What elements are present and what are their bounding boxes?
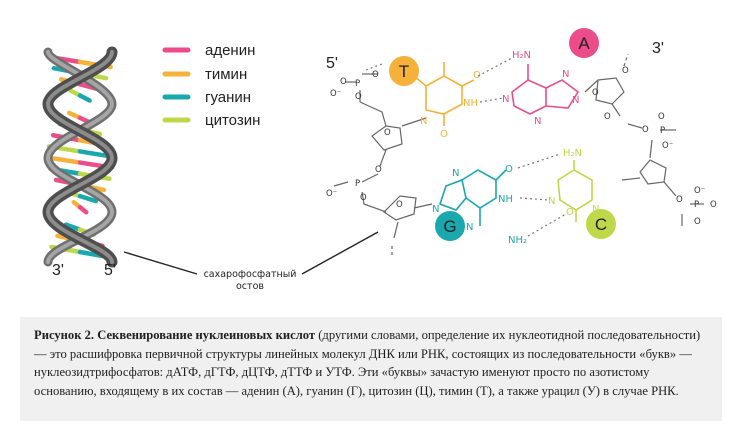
badge-thymine-letter: T xyxy=(399,62,409,81)
base-pair-rung-12-b xyxy=(77,193,99,204)
left-backbone-o-minus-1: O⁻ xyxy=(330,89,341,99)
guanine-o: O xyxy=(505,164,513,175)
badge-cytosine-letter: C xyxy=(595,215,607,234)
base-pair-rung-8-b xyxy=(77,149,114,159)
right-backbone-o-4: O xyxy=(642,125,649,135)
cytosine-o: O xyxy=(566,207,574,218)
thymine-nh: NH xyxy=(463,98,478,109)
adenine-base xyxy=(511,64,580,115)
left-backbone-o-5: O xyxy=(375,165,382,175)
right-backbone-p-2: P xyxy=(694,200,699,210)
strand-3-prime-label: 3' xyxy=(652,40,664,57)
badge-thymine xyxy=(389,56,419,86)
badge-guanine xyxy=(435,211,465,241)
guanine-n-2: N xyxy=(432,204,439,215)
base-pair-rung-15-a xyxy=(63,222,83,232)
right-backbone-o-minus-1: O⁻ xyxy=(662,141,673,151)
right-backbone-o-2: O xyxy=(592,88,599,98)
backbone-pointer-right xyxy=(301,231,379,275)
helix-5-prime-label: 5' xyxy=(104,262,116,279)
caption-title: Рисунок 2. Секвенирование нуклеиновых ки… xyxy=(34,328,316,342)
badge-guanine-letter: G xyxy=(443,217,456,236)
left-sugar-phosphate-backbone xyxy=(333,73,433,258)
left-backbone-o-7: O xyxy=(396,200,403,210)
left-backbone-p-2: P xyxy=(355,179,360,189)
right-backbone-o-1: O xyxy=(622,66,629,76)
adenine-n-1: N xyxy=(502,94,509,105)
guanine-n-1: N xyxy=(452,168,459,179)
helix-strand-front-highlight xyxy=(45,50,115,264)
thymine-n: N xyxy=(420,116,427,127)
legend-label-guanine: гуанин xyxy=(205,89,251,106)
helix-3-prime-label: 3' xyxy=(52,262,64,279)
legend: аденин тимин гуанин цитозин xyxy=(162,42,260,129)
legend-label-thymine: тимин xyxy=(205,66,247,83)
right-backbone-o-7: O xyxy=(710,200,717,210)
right-backbone-o-3: O xyxy=(604,112,611,122)
thymine-o-top: O xyxy=(473,70,481,81)
right-backbone-o-minus-2: O⁻ xyxy=(694,186,705,196)
dna-structure-figure: 3' 5' сахарофосфатный остов аденин тимин… xyxy=(42,28,717,292)
adenine-n-2: N xyxy=(534,116,541,127)
base-pair-rung-3-b xyxy=(77,93,92,103)
backbone-label-line1: сахарофосфатный xyxy=(204,269,297,280)
dna-double-helix: 3' 5' xyxy=(42,46,118,279)
cytosine-h2n: H₂N xyxy=(563,148,582,159)
right-backbone-o-6: O xyxy=(676,195,683,205)
strand-5-prime-label: 5' xyxy=(326,55,338,72)
backbone-label-line2: остов xyxy=(236,281,264,292)
adenine-n-3: N xyxy=(562,69,569,80)
hydrogen-bonds xyxy=(365,57,567,237)
caption-body: (другими словами, определение их нуклеот… xyxy=(34,328,701,398)
legend-label-cytosine: цитозин xyxy=(205,112,260,129)
badge-cytosine xyxy=(586,209,616,239)
base-pair-rung-13-b xyxy=(77,205,89,215)
guanine-base xyxy=(438,169,507,226)
guanine-nh2: NH₂ xyxy=(508,235,527,246)
helix-strand-back-shade xyxy=(45,50,115,264)
cytosine-n-2: N xyxy=(592,204,599,215)
left-backbone-o-3: O xyxy=(355,92,362,102)
backbone-pointer-left xyxy=(123,251,198,275)
right-sugar-phosphate-backbone xyxy=(584,53,704,226)
legend-label-adenine: аденин xyxy=(205,42,255,59)
badge-adenine-letter: A xyxy=(578,34,590,53)
guanine-n-3: N xyxy=(466,222,473,233)
figure-caption: Рисунок 2. Секвенирование нуклеиновых ки… xyxy=(20,317,722,421)
adenine-h2n: H₂N xyxy=(512,50,531,61)
badge-adenine xyxy=(569,28,599,58)
base-pair-rung-9-a xyxy=(45,155,83,165)
left-backbone-p-1: P xyxy=(355,79,360,89)
right-backbone-p-1: P xyxy=(660,126,665,136)
left-backbone-o-minus-2: O⁻ xyxy=(326,189,337,199)
thymine-o-bottom: O xyxy=(440,129,448,140)
adenine-n-4: N xyxy=(572,95,579,106)
cytosine-base xyxy=(557,160,593,222)
nucleotide-structure: 5' 3' O P O O O⁻ O O P O⁻ O O xyxy=(326,28,717,258)
right-backbone-o-8: O xyxy=(694,217,701,227)
guanine-nh: NH xyxy=(498,194,513,205)
left-backbone-o-6: O xyxy=(360,193,367,203)
left-backbone-o-4: O xyxy=(384,128,391,138)
right-backbone-o-5: O xyxy=(658,112,665,122)
cytosine-n-1: N xyxy=(548,196,555,207)
left-backbone-o-2: O xyxy=(372,70,379,80)
left-backbone-o-1: O xyxy=(340,77,347,87)
